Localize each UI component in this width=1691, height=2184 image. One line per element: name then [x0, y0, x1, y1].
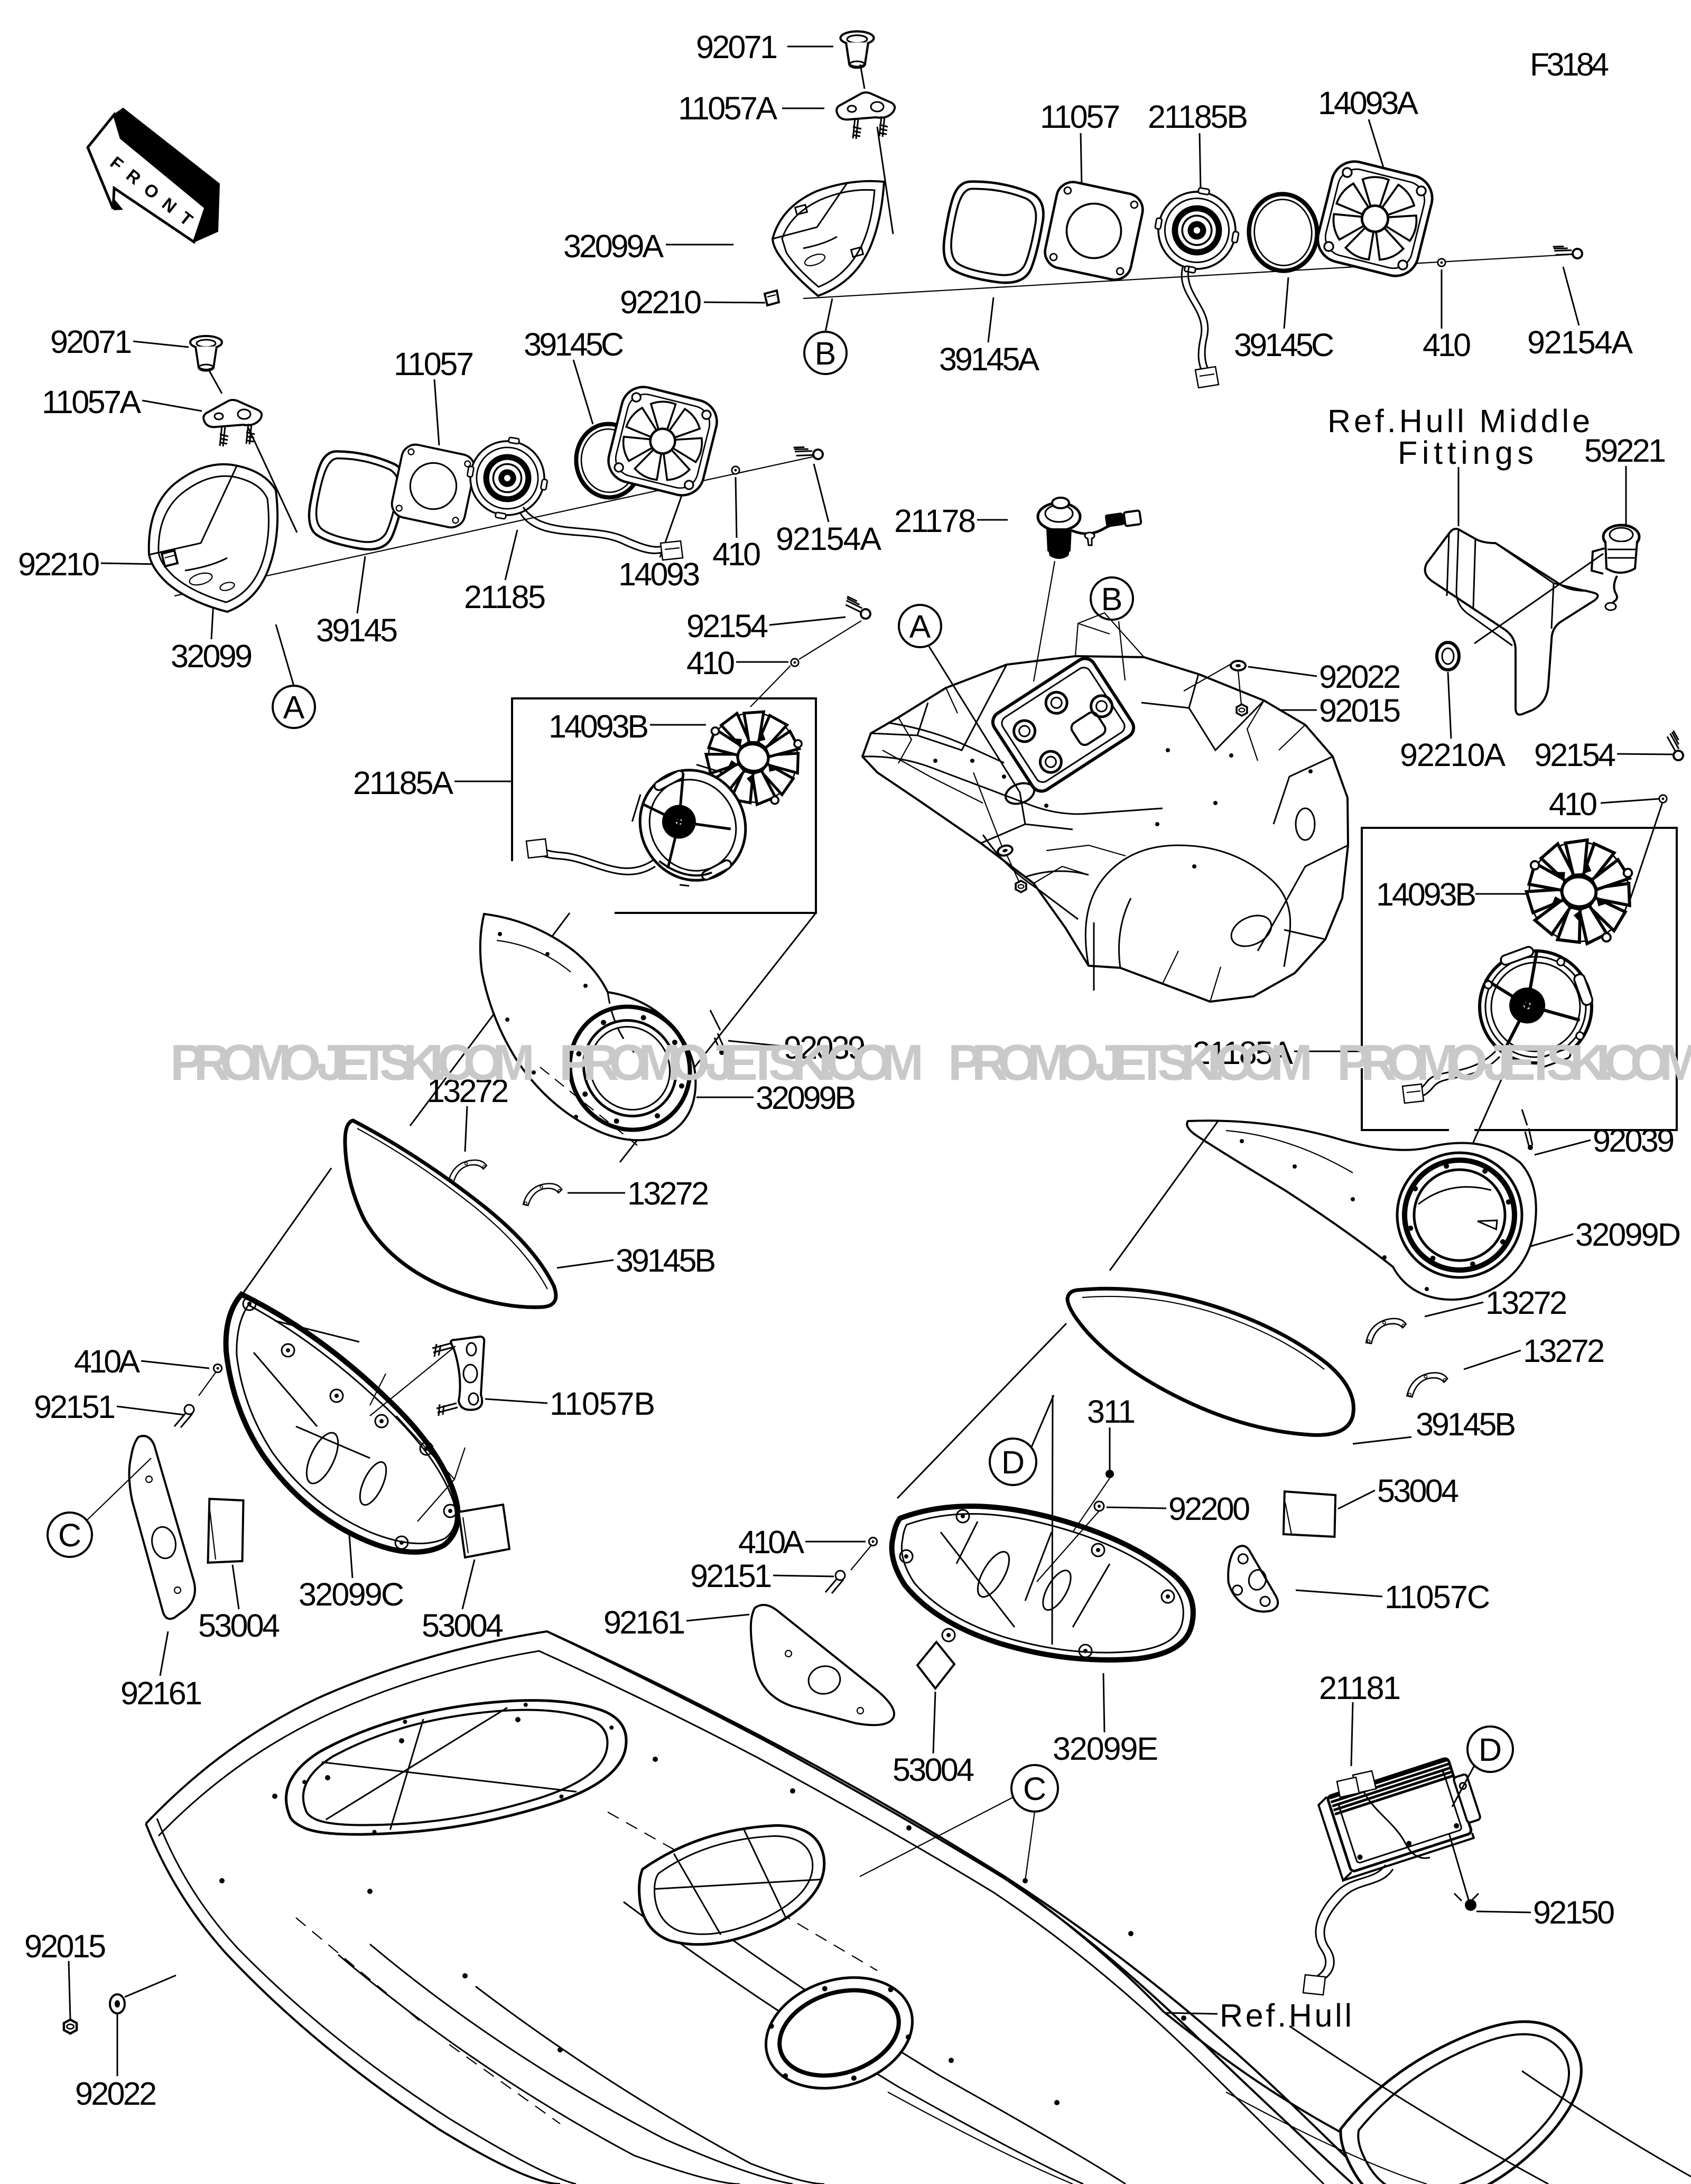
svg-text:D: D [1001, 1444, 1025, 1480]
svg-text:11057A: 11057A [42, 384, 141, 420]
svg-text:PROMO-JETSKI.COM: PROMO-JETSKI.COM [1337, 1034, 1691, 1091]
svg-text:14093: 14093 [618, 556, 700, 592]
svg-text:14093B: 14093B [549, 708, 649, 744]
svg-text:21185A: 21185A [353, 765, 453, 801]
svg-text:59221: 59221 [1584, 433, 1666, 469]
svg-text:21185: 21185 [464, 579, 546, 615]
svg-text:92015: 92015 [24, 1928, 106, 1964]
svg-text:21185A: 21185A [1193, 1035, 1293, 1071]
svg-text:53004: 53004 [422, 1608, 504, 1644]
svg-text:92071: 92071 [696, 29, 778, 65]
svg-text:21178: 21178 [894, 503, 976, 539]
svg-text:92210: 92210 [620, 284, 702, 320]
svg-text:A: A [909, 609, 931, 645]
svg-text:410: 410 [712, 536, 761, 572]
svg-text:32099E: 32099E [1053, 1731, 1158, 1767]
svg-text:53004: 53004 [1377, 1473, 1459, 1509]
svg-text:39145C: 39145C [524, 326, 624, 362]
svg-text:92022: 92022 [1319, 659, 1401, 695]
svg-text:92015: 92015 [1319, 693, 1401, 729]
svg-text:11057: 11057 [394, 346, 474, 382]
svg-text:11057A: 11057A [678, 90, 777, 126]
svg-text:PROMO-JETSKI.COM: PROMO-JETSKI.COM [170, 1034, 536, 1091]
svg-text:Ref.Hull: Ref.Hull [1220, 1998, 1352, 2033]
svg-text:B: B [1101, 581, 1123, 617]
svg-text:21181: 21181 [1319, 1670, 1401, 1706]
svg-text:13272: 13272 [1485, 1285, 1567, 1321]
svg-text:14093B: 14093B [1376, 876, 1476, 912]
svg-text:92154A: 92154A [776, 521, 881, 557]
svg-text:92154A: 92154A [1527, 324, 1633, 360]
svg-text:F3184: F3184 [1530, 46, 1609, 82]
svg-text:39145B: 39145B [1416, 1406, 1516, 1442]
svg-text:92210A: 92210A [1400, 737, 1506, 773]
svg-text:13272: 13272 [427, 1073, 509, 1109]
svg-text:11057: 11057 [1040, 99, 1120, 135]
svg-text:92210: 92210 [18, 546, 100, 582]
svg-text:21185B: 21185B [1148, 99, 1248, 135]
svg-text:32099D: 32099D [1575, 1217, 1681, 1253]
svg-text:13272: 13272 [1523, 1333, 1605, 1369]
svg-text:410A: 410A [738, 1524, 804, 1560]
svg-text:32099: 32099 [171, 638, 253, 674]
svg-text:53004: 53004 [198, 1608, 280, 1644]
svg-text:Ref.Hull Middle: Ref.Hull Middle [1327, 403, 1590, 439]
svg-text:39145B: 39145B [616, 1243, 716, 1278]
svg-text:13272: 13272 [627, 1175, 709, 1211]
svg-text:C: C [1023, 1771, 1046, 1807]
svg-text:32099C: 32099C [299, 1576, 404, 1612]
svg-text:11057B: 11057B [550, 1386, 655, 1422]
svg-text:92022: 92022 [75, 2076, 157, 2112]
svg-text:92161: 92161 [120, 1675, 202, 1711]
svg-text:410: 410 [1423, 327, 1471, 363]
svg-text:32099A: 32099A [563, 228, 664, 264]
svg-text:39145: 39145 [316, 612, 398, 648]
svg-text:92039: 92039 [1593, 1123, 1675, 1159]
svg-text:92200: 92200 [1168, 1491, 1250, 1527]
svg-text:32099B: 32099B [756, 1080, 856, 1116]
svg-text:92154: 92154 [1534, 737, 1616, 773]
svg-text:92039: 92039 [784, 1030, 866, 1066]
svg-text:39145C: 39145C [1234, 327, 1334, 363]
svg-text:53004: 53004 [893, 1752, 974, 1788]
svg-text:92151: 92151 [690, 1558, 772, 1594]
svg-text:311: 311 [1087, 1394, 1136, 1430]
svg-text:39145A: 39145A [939, 341, 1039, 377]
svg-text:410: 410 [1549, 786, 1597, 822]
svg-text:B: B [815, 335, 837, 371]
svg-text:92151: 92151 [34, 1389, 116, 1425]
svg-text:92154: 92154 [686, 608, 768, 644]
svg-text:C: C [58, 1517, 81, 1553]
svg-text:11057C: 11057C [1385, 1579, 1490, 1615]
svg-text:92161: 92161 [603, 1604, 685, 1640]
svg-text:410A: 410A [74, 1343, 140, 1379]
svg-text:PROMO-JETSKI.COM: PROMO-JETSKI.COM [948, 1034, 1314, 1091]
svg-text:92071: 92071 [50, 324, 132, 360]
svg-text:410: 410 [686, 645, 735, 681]
svg-text:14093A: 14093A [1318, 85, 1418, 121]
svg-text:PROMO-JETSKI.COM: PROMO-JETSKI.COM [559, 1034, 925, 1091]
svg-text:92150: 92150 [1533, 1894, 1615, 1930]
svg-text:A: A [283, 689, 305, 725]
svg-text:D: D [1479, 1732, 1502, 1768]
